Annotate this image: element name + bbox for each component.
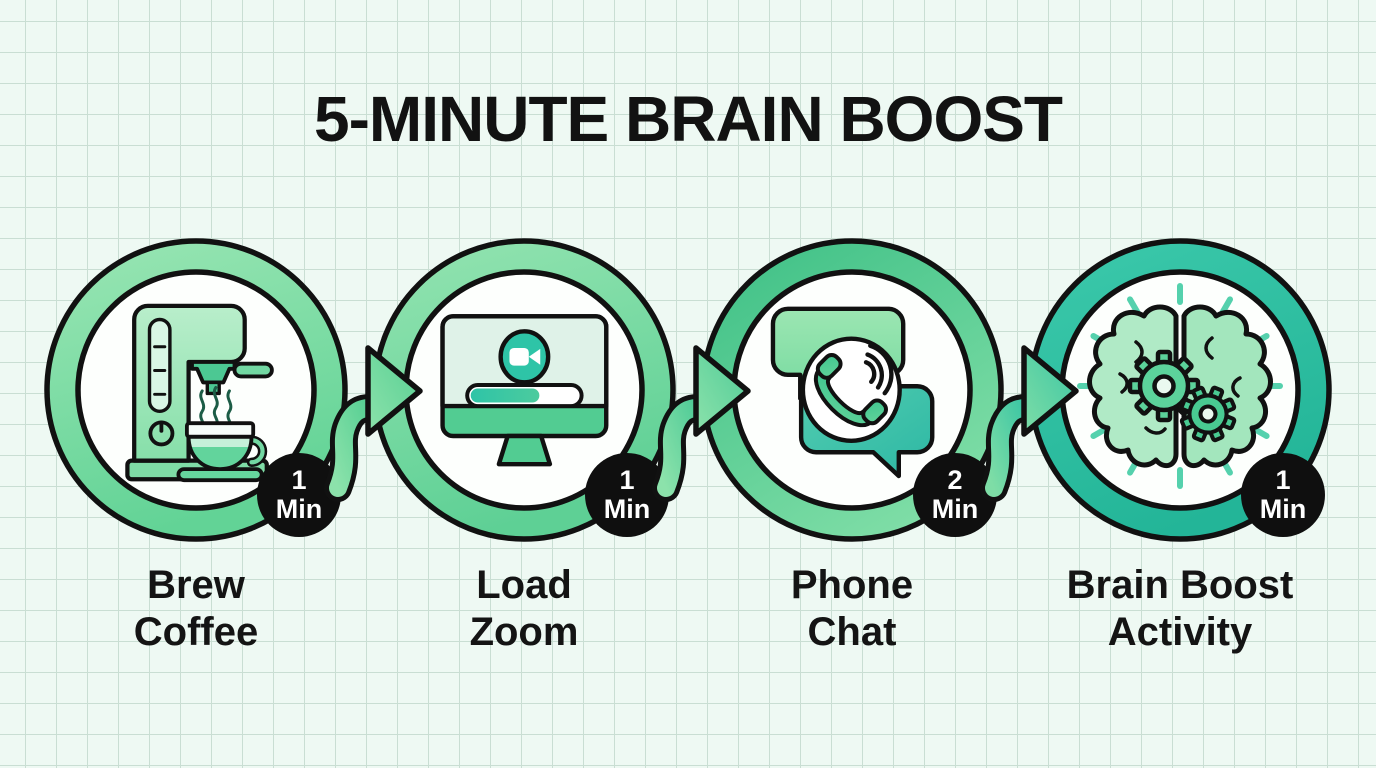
- duration-unit: Min: [275, 494, 323, 524]
- step-label-line1: Brain Boost: [1066, 563, 1294, 607]
- coffee-machine-icon: [125, 303, 274, 483]
- step-label-line2: Coffee: [133, 609, 259, 654]
- step-label: Load Zoom: [364, 562, 684, 656]
- duration-value: 2: [947, 464, 963, 495]
- step-label-line2: Zoom: [469, 609, 579, 654]
- step-label: Brew Coffee: [36, 562, 356, 656]
- brain-gears-icon: [1077, 283, 1283, 489]
- step-circle: [700, 238, 1004, 542]
- duration-value: 1: [1275, 464, 1291, 495]
- curved-arrow-icon: [324, 345, 423, 502]
- phone-chat-bubbles-icon: [770, 306, 935, 479]
- step-label: Phone Chat: [692, 562, 1012, 656]
- step-brain-boost-activity: 1 Min Brain Boost Activity: [1020, 230, 1340, 654]
- step-label-line1: Brew: [147, 563, 245, 607]
- step-label: Brain Boost Activity: [1020, 562, 1340, 656]
- step-circle: [44, 238, 348, 542]
- gear-icon: [1179, 385, 1237, 443]
- step-label-line1: Phone: [790, 563, 914, 607]
- duration-badge: 1 Min: [1241, 453, 1325, 537]
- zoom-video-monitor-icon: [440, 314, 609, 467]
- step-phone-chat: 2 Min Phone Chat: [692, 230, 1012, 654]
- step-label-line2: Activity: [1107, 609, 1253, 654]
- duration-unit: Min: [1259, 494, 1307, 524]
- curved-arrow-icon: [652, 345, 751, 502]
- step-label-line2: Chat: [807, 609, 897, 654]
- duration-value: 1: [291, 464, 307, 495]
- step-circle: [372, 238, 676, 542]
- duration-unit: Min: [931, 494, 979, 524]
- page-title: 5-MINUTE BRAIN BOOST: [314, 83, 1063, 155]
- step-label-line1: Load: [476, 563, 572, 607]
- duration-unit: Min: [603, 494, 651, 524]
- curved-arrow-icon: [980, 345, 1079, 502]
- step-load-zoom: 1 Min Load Zoom: [364, 230, 684, 654]
- duration-value: 1: [619, 464, 635, 495]
- step-brew-coffee: 1 Min Brew Coffee: [36, 230, 356, 654]
